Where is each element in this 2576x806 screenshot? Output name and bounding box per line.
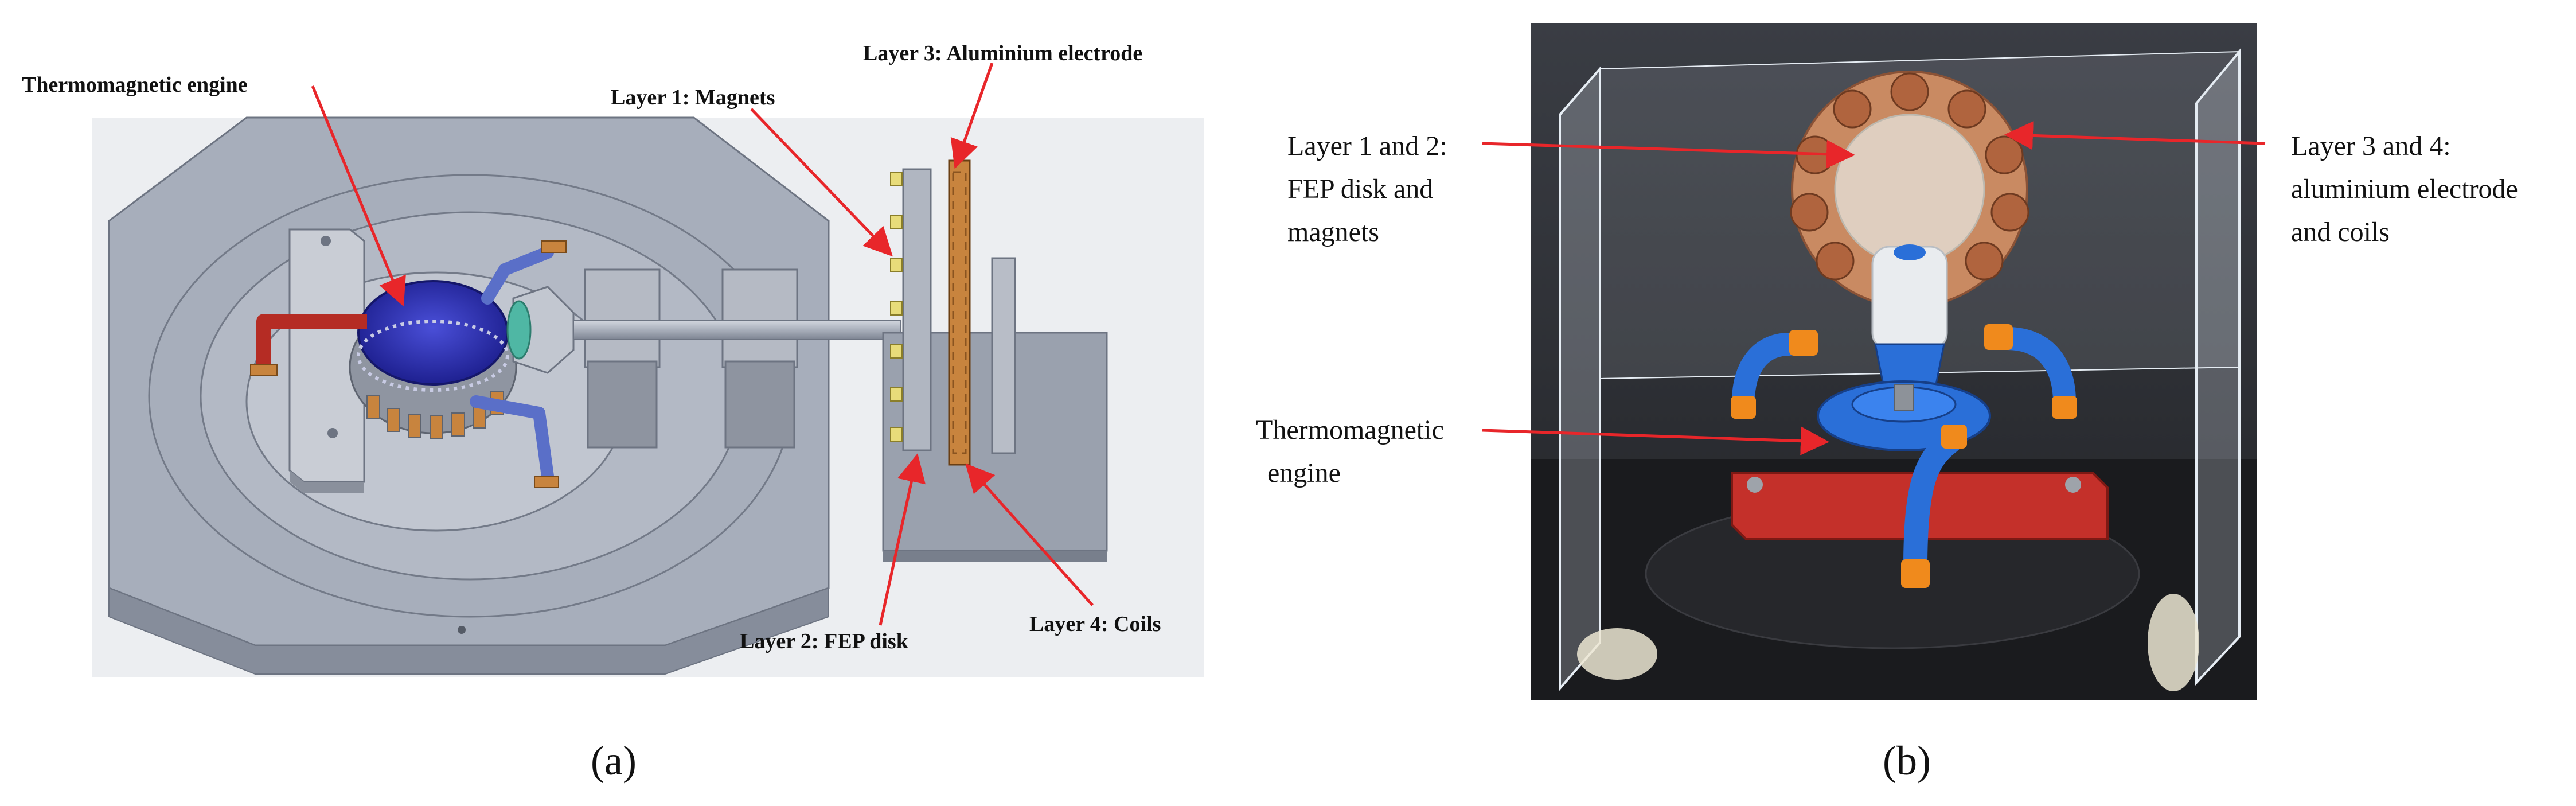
photo-hose-front-nozzle <box>1901 559 1930 588</box>
plate-hole <box>458 626 466 634</box>
bevel-gear <box>506 300 532 360</box>
photo-hose-front-joint <box>1941 425 1967 449</box>
layer-mount-base-edge <box>883 551 1107 562</box>
label-layer12-line2: FEP disk and <box>1287 174 1433 204</box>
cooling-pipe-bottom <box>470 395 554 482</box>
label-layer4-coils: Layer 4: Coils <box>1029 612 1161 636</box>
glue-right <box>2148 594 2199 691</box>
mount-hole-bottom <box>327 428 338 438</box>
arrow-layer3 <box>950 63 994 169</box>
bearing-block-2 <box>721 268 798 449</box>
label-layer34-line3: and coils <box>2291 217 2390 247</box>
label-layer34-line1: Layer 3 and 4: <box>2291 131 2451 161</box>
aluminium-electrode-coils <box>948 159 971 466</box>
mount-hole-top <box>321 236 331 246</box>
photo-hose-left <box>1732 333 1801 413</box>
arrow-layer1 <box>750 108 893 257</box>
photo-bolt-right <box>2065 477 2081 493</box>
main-shaft <box>573 320 901 340</box>
bearing-block-1 <box>584 268 661 449</box>
arrow-layer34 <box>2004 121 2266 150</box>
photo-bolt-left <box>1747 477 1763 493</box>
label-engine-line2: engine <box>1267 458 1341 488</box>
panel-b-arrows <box>1482 121 2266 455</box>
arrow-thermomagnetic-engine <box>311 85 406 307</box>
photo-hose-left-nozzle <box>1731 396 1756 419</box>
label-layer12-line3: magnets <box>1287 217 1379 247</box>
stator-segments <box>366 391 504 439</box>
photo-hose-right-joint <box>1984 324 2013 350</box>
label-layer2-fep-disk: Layer 2: FEP disk <box>740 629 909 653</box>
acrylic-panel-left <box>1559 65 1601 692</box>
arrow-layer12 <box>1482 139 1855 169</box>
rotor-teeth <box>357 320 509 392</box>
label-layer1-magnets: Layer 1: Magnets <box>611 85 775 110</box>
label-layer34-line2: aluminium electrode <box>2291 174 2518 204</box>
coil-windings <box>952 171 967 454</box>
fep-disk <box>902 168 932 451</box>
label-layer3-aluminium-electrode: Layer 3: Aluminium electrode <box>863 41 1142 65</box>
photo-hose-right-nozzle <box>2052 396 2077 419</box>
bevel-cone <box>512 286 575 374</box>
arrow-engine <box>1482 426 1829 455</box>
arrow-layer2 <box>879 453 926 626</box>
label-thermomagnetic-engine: Thermomagnetic engine <box>22 73 248 97</box>
heater-pipe-flange <box>250 364 278 376</box>
magnets <box>890 172 903 442</box>
cooling-pipe-bottom-flange <box>534 476 559 488</box>
layer-mount-post <box>991 257 1016 454</box>
panel-a-cad-drawing: Thermomagnetic engine Layer 1: Magnets L… <box>22 41 1204 784</box>
photo-fep-disk <box>1834 114 1985 265</box>
panel-a-arrows <box>311 63 1094 626</box>
photo-engine-hub <box>1894 384 1914 411</box>
cooling-pipe-top-flange <box>541 240 567 253</box>
caption-a: (a) <box>591 738 637 784</box>
glue-left <box>1577 628 1657 680</box>
heater-pipe <box>256 314 367 367</box>
photo-coupler-collar <box>1894 244 1926 260</box>
photo-hose-right <box>1996 327 2076 413</box>
label-layer12-line1: Layer 1 and 2: <box>1287 131 1447 161</box>
base-plate-front <box>108 587 829 675</box>
arrow-layer4 <box>965 463 1094 606</box>
photo-hose-left-joint <box>1789 330 1818 356</box>
caption-b: (b) <box>1883 738 1931 784</box>
panel-b-photograph: Layer 1 and 2: FEP disk and magnets Laye… <box>1256 23 2518 784</box>
photo-hose-front <box>1903 430 1962 580</box>
label-engine-line1: Thermomagnetic <box>1256 415 1444 445</box>
left-mount-block-edge <box>290 470 364 493</box>
photo-shaft-coupler <box>1871 246 1948 351</box>
cooling-pipe-top <box>481 246 554 305</box>
